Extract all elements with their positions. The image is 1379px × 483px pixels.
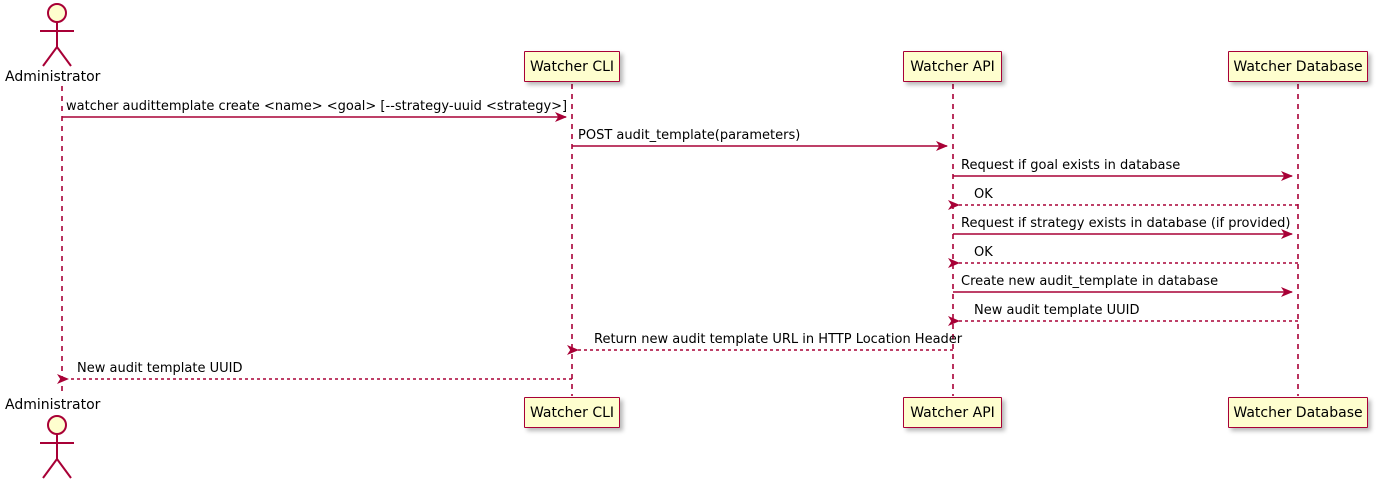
participant-label: Watcher API	[910, 404, 995, 421]
participant-label: Watcher CLI	[529, 58, 615, 75]
actor-figure-top	[40, 3, 74, 67]
actor-label-administrator-bottom: Administrator	[5, 397, 101, 413]
message-label-8: New audit template UUID	[974, 303, 1140, 318]
message-label-4: OK	[974, 187, 993, 202]
participant-label: Watcher Database	[1233, 404, 1363, 421]
message-label-1: watcher audittemplate create <name> <goa…	[66, 99, 568, 114]
participant-box-watcher-database-bottom[interactable]: Watcher Database	[1228, 397, 1368, 428]
message-label-6: OK	[974, 245, 993, 260]
participant-box-watcher-database-top[interactable]: Watcher Database	[1228, 51, 1368, 82]
participant-label: Watcher Database	[1233, 58, 1363, 75]
message-label-2: POST audit_template(parameters)	[578, 128, 801, 143]
message-label-10: New audit template UUID	[77, 361, 243, 376]
message-label-7: Create new audit_template in database	[961, 274, 1219, 289]
message-label-9: Return new audit template URL in HTTP Lo…	[594, 332, 963, 347]
participant-box-watcher-cli-top[interactable]: Watcher CLI	[524, 51, 620, 82]
participant-label: Watcher API	[910, 58, 995, 75]
message-label-5: Request if strategy exists in database (…	[961, 216, 1291, 231]
actor-label-administrator-top: Administrator	[5, 69, 101, 85]
message-label-3: Request if goal exists in database	[961, 158, 1181, 173]
participant-box-watcher-api-top[interactable]: Watcher API	[903, 51, 1002, 82]
actor-figure-bottom	[40, 415, 74, 479]
participant-label: Watcher CLI	[529, 404, 615, 421]
participant-box-watcher-api-bottom[interactable]: Watcher API	[903, 397, 1002, 428]
participant-box-watcher-cli-bottom[interactable]: Watcher CLI	[524, 397, 620, 428]
